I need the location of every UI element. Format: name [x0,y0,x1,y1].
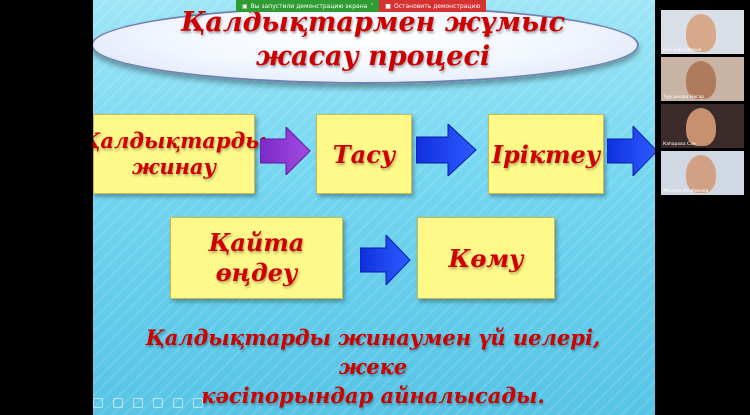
stop-screen-share-button[interactable]: ■ Остановить демонстрацию [379,0,487,12]
pen-icon[interactable] [133,398,143,408]
more-options-icon[interactable] [193,398,203,408]
step-transport-box: Тасу [316,114,412,194]
footer-line-2: кәсіпорындар айналысады. [201,383,545,408]
participant-tile[interactable]: Dila Sultanbaeva [661,10,744,54]
screen-share-status: ▣ Вы запустили демонстрацию экрана ˄ [236,0,380,12]
participant-video [686,61,716,99]
screen-share-bar: ▣ Вы запустили демонстрацию экрана ˄ ■ О… [236,0,487,12]
step-sort-box: Іріктеу [488,114,604,194]
step-collect-line-2: жинау [131,154,217,179]
slide-title: Қалдықтармен жұмыс жасау процесі [153,6,593,74]
participant-video [686,14,716,52]
stop-icon: ■ [385,2,391,10]
slideshow-controls [93,398,203,412]
participant-name: Dila Sultanbaeva [663,48,702,53]
step-transport-label: Тасу [332,139,396,169]
arrow-right-icon [416,124,477,176]
zoom-icon[interactable] [173,398,183,408]
arrow-right-icon [360,235,411,285]
participant-name: Каһарова Сая [663,142,696,147]
share-screen-icon: ▣ [242,2,248,10]
step-sort-label: Іріктеу [491,139,601,169]
participant-name: Тұрсынова Нигар [663,95,705,100]
chevron-icon: ˄ [370,2,374,10]
title-line-1: Қалдықтармен жұмыс [180,7,565,38]
participant-video [686,108,716,146]
stop-screen-share-label: Остановить демонстрацию [393,2,481,10]
participant-tile[interactable]: Жанера Исабекова [661,151,744,195]
arrow-right-icon [607,126,655,176]
participant-tile[interactable]: Каһарова Сая [661,104,744,148]
step-recycle-line-2: өңдеу [215,258,298,287]
prev-slide-icon[interactable] [93,398,103,408]
participant-name: Жанера Исабекова [663,189,709,194]
step-recycle-line-1: Қайта [208,228,305,257]
title-line-2: жасау процесі [255,41,491,72]
arrow-right-icon [260,127,311,175]
step-collect-box: Қалдықтарды жинау [93,114,267,194]
step-burial-label: Көму [448,243,524,273]
step-recycle-box: Қайта өңдеу [170,217,343,299]
participant-tile[interactable]: Тұрсынова Нигар [661,57,744,101]
slide-footer-text: Қалдықтарды жинаумен үй иелері, жеке кәс… [113,323,633,410]
presentation-slide: Қалдықтармен жұмыс жасау процесі Қалдықт… [93,0,655,415]
next-slide-icon[interactable] [113,398,123,408]
slides-icon[interactable] [153,398,163,408]
participant-video [686,155,716,193]
step-collect-line-1: Қалдықтарды [93,128,267,153]
screen-share-status-text: Вы запустили демонстрацию экрана [250,2,368,10]
title-ellipse [93,6,639,84]
footer-line-1: Қалдықтарды жинаумен үй иелері, жеке [145,325,601,379]
step-burial-box: Көму [417,217,555,299]
